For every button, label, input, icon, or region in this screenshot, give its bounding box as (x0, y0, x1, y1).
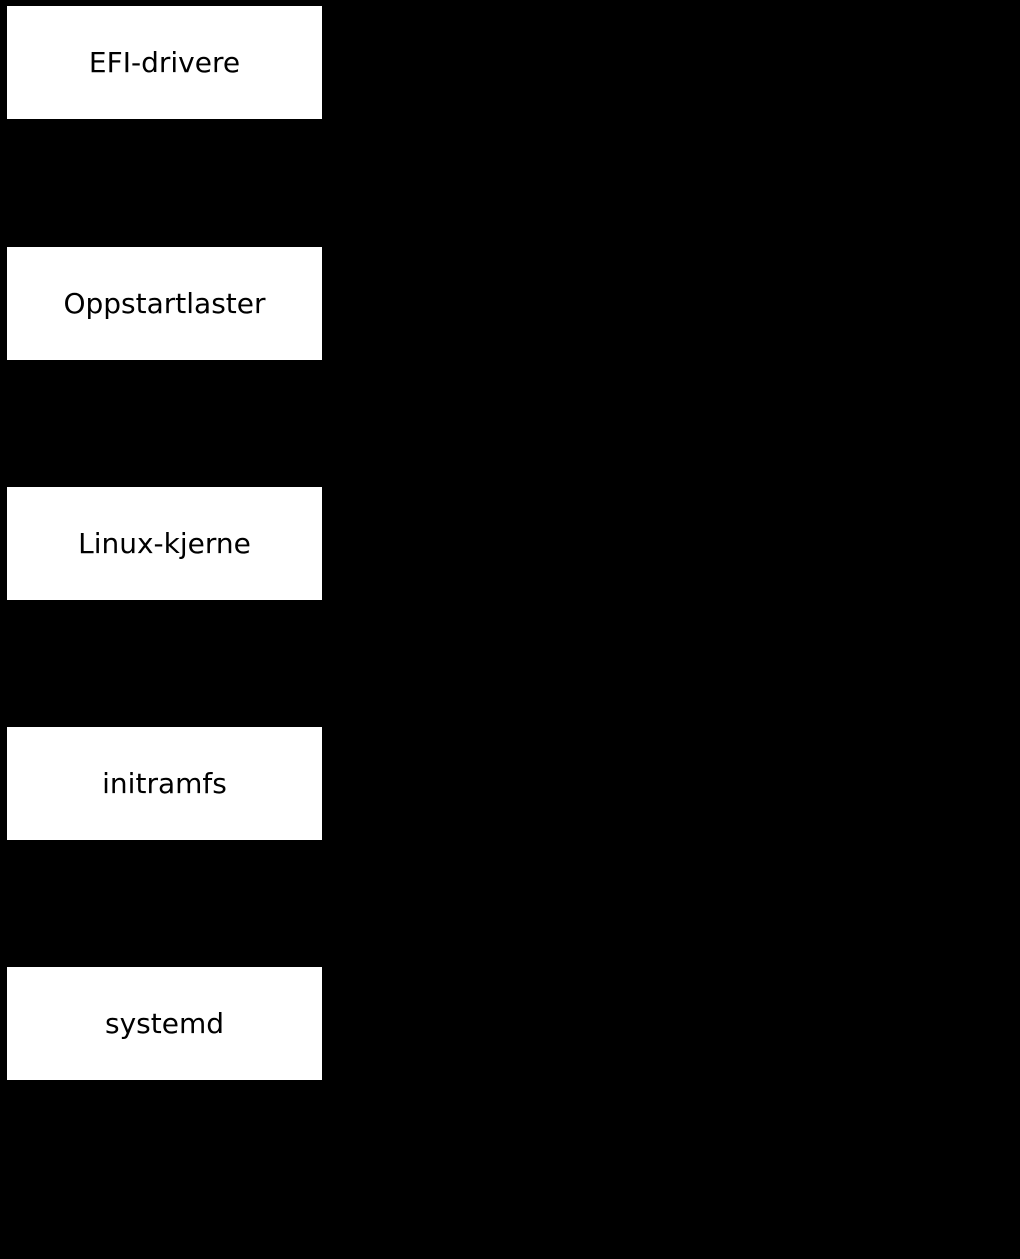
node-efi-drivere: EFI-drivere (6, 5, 323, 120)
node-systemd: systemd (6, 966, 323, 1081)
node-initramfs: initramfs (6, 726, 323, 841)
node-oppstartlaster: Oppstartlaster (6, 246, 323, 361)
node-efi-drivere-label: EFI-drivere (88, 45, 241, 79)
node-oppstartlaster-label: Oppstartlaster (63, 286, 266, 320)
node-linux-kjerne: Linux-kjerne (6, 486, 323, 601)
node-initramfs-label: initramfs (102, 766, 227, 800)
node-systemd-label: systemd (105, 1006, 224, 1040)
node-linux-kjerne-label: Linux-kjerne (78, 526, 251, 560)
